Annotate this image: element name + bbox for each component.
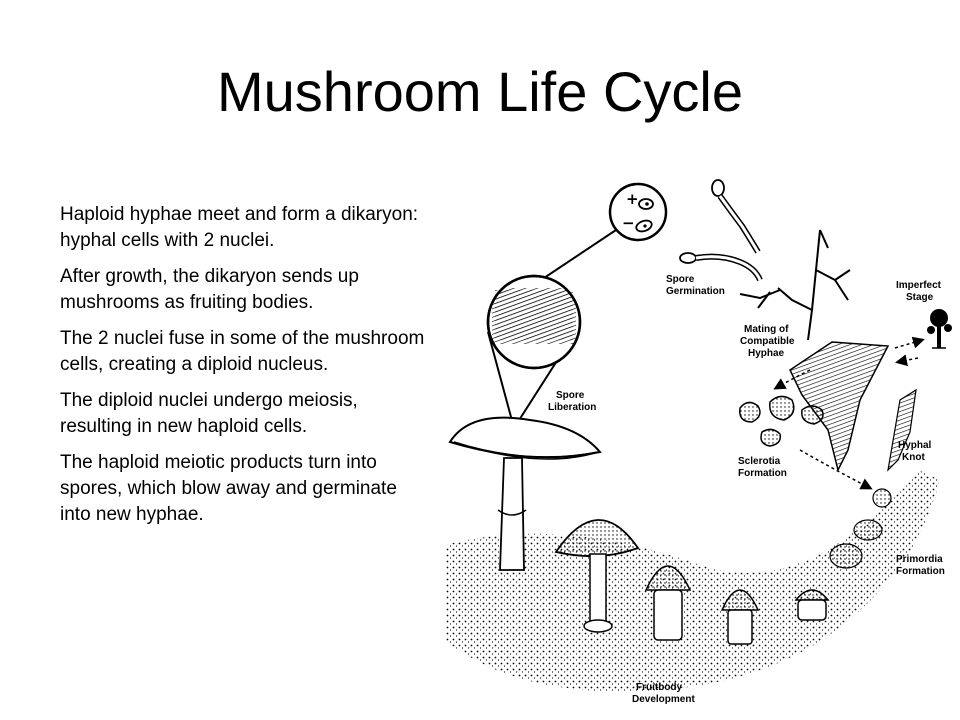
fruitbody-medium xyxy=(720,589,760,645)
svg-text:Imperfect: Imperfect xyxy=(896,280,942,291)
label-primordia-formation: Primordia Formation xyxy=(896,554,945,577)
bullet-item: The 2 nuclei fuse in some of the mushroo… xyxy=(60,328,425,375)
bullet-item: Haploid hyphae meet and form a dikaryon:… xyxy=(60,204,419,251)
label-imperfect-stage: Imperfect Stage xyxy=(896,280,942,303)
label-mating: Mating of Compatible Hyphae xyxy=(740,324,795,359)
arrow-from-imperfect xyxy=(895,354,919,367)
life-cycle-diagram: + − xyxy=(445,179,952,705)
mating-hyphae xyxy=(739,229,851,341)
germinating-hyphae xyxy=(679,179,763,282)
arrow-to-imperfect xyxy=(894,336,925,349)
bullet-item: After growth, the dikaryon sends up mush… xyxy=(60,266,359,313)
svg-text:Mating of: Mating of xyxy=(744,324,789,335)
sclerotia xyxy=(739,395,824,447)
svg-text:Sclerotia: Sclerotia xyxy=(738,456,781,467)
bullet-item: The diploid nuclei undergo meiosis, resu… xyxy=(60,390,358,437)
label-hyphal-knot: Hyphal Knot xyxy=(898,440,932,463)
fruitbody-button xyxy=(644,565,692,641)
svg-text:Development: Development xyxy=(632,694,695,705)
hyphal-knot xyxy=(872,488,892,508)
svg-text:Fruitbody: Fruitbody xyxy=(636,682,683,693)
arrow-to-sclerotia xyxy=(773,369,811,390)
svg-text:Primordia: Primordia xyxy=(896,554,943,565)
mature-mushroom xyxy=(448,416,602,571)
inset-connector xyxy=(537,229,617,283)
imperfect-stage-structure xyxy=(927,309,952,349)
bullet-item: The haploid meiotic products turn into s… xyxy=(60,452,397,525)
svg-text:Hyphae: Hyphae xyxy=(748,348,785,359)
mycelium-mass xyxy=(789,341,917,473)
label-spore-liberation: Spore Liberation xyxy=(548,390,596,413)
arrow-sclerotia-to-knot xyxy=(799,449,873,490)
fruitbody-small xyxy=(794,589,830,621)
label-fruitbody-development: Fruitbody Development xyxy=(632,682,695,705)
label-spore-germination: Spore Germination xyxy=(666,274,725,297)
plus-symbol: + xyxy=(626,190,639,208)
svg-text:Stage: Stage xyxy=(906,292,934,303)
svg-text:Germination: Germination xyxy=(666,286,725,297)
spore-inset: + − xyxy=(608,182,668,242)
svg-text:Formation: Formation xyxy=(738,468,787,479)
svg-text:Spore: Spore xyxy=(556,390,585,401)
substrate-soil xyxy=(445,470,940,692)
svg-text:Spore: Spore xyxy=(666,274,695,285)
svg-text:Liberation: Liberation xyxy=(548,402,596,413)
primordia xyxy=(829,519,883,569)
svg-text:Compatible: Compatible xyxy=(740,336,795,347)
gill-magnification xyxy=(486,274,582,431)
svg-text:Knot: Knot xyxy=(902,452,925,463)
bullet-list: Haploid hyphae meet and form a dikaryon:… xyxy=(60,202,425,538)
svg-text:Formation: Formation xyxy=(896,566,945,577)
slide-title: Mushroom Life Cycle xyxy=(217,60,743,123)
label-sclerotia-formation: Sclerotia Formation xyxy=(738,456,787,479)
svg-text:Hyphal: Hyphal xyxy=(898,440,932,451)
minus-symbol: − xyxy=(622,214,635,232)
fruitbody-young xyxy=(554,519,640,633)
